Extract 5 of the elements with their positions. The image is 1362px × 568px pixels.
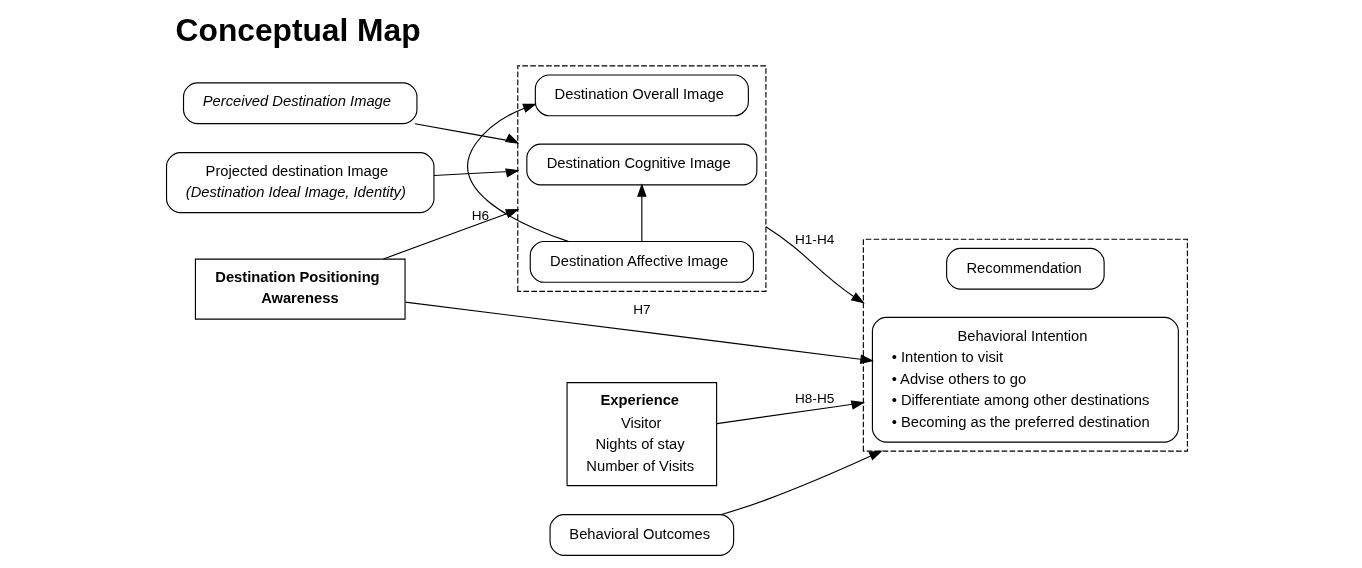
edge-label: H1-H4: [794, 232, 834, 248]
edge-label: H8-H5: [794, 391, 834, 407]
edge-label: H6: [471, 207, 489, 223]
diagram-title: Conceptual Map: [175, 12, 421, 49]
edge-label: H7: [632, 301, 651, 317]
